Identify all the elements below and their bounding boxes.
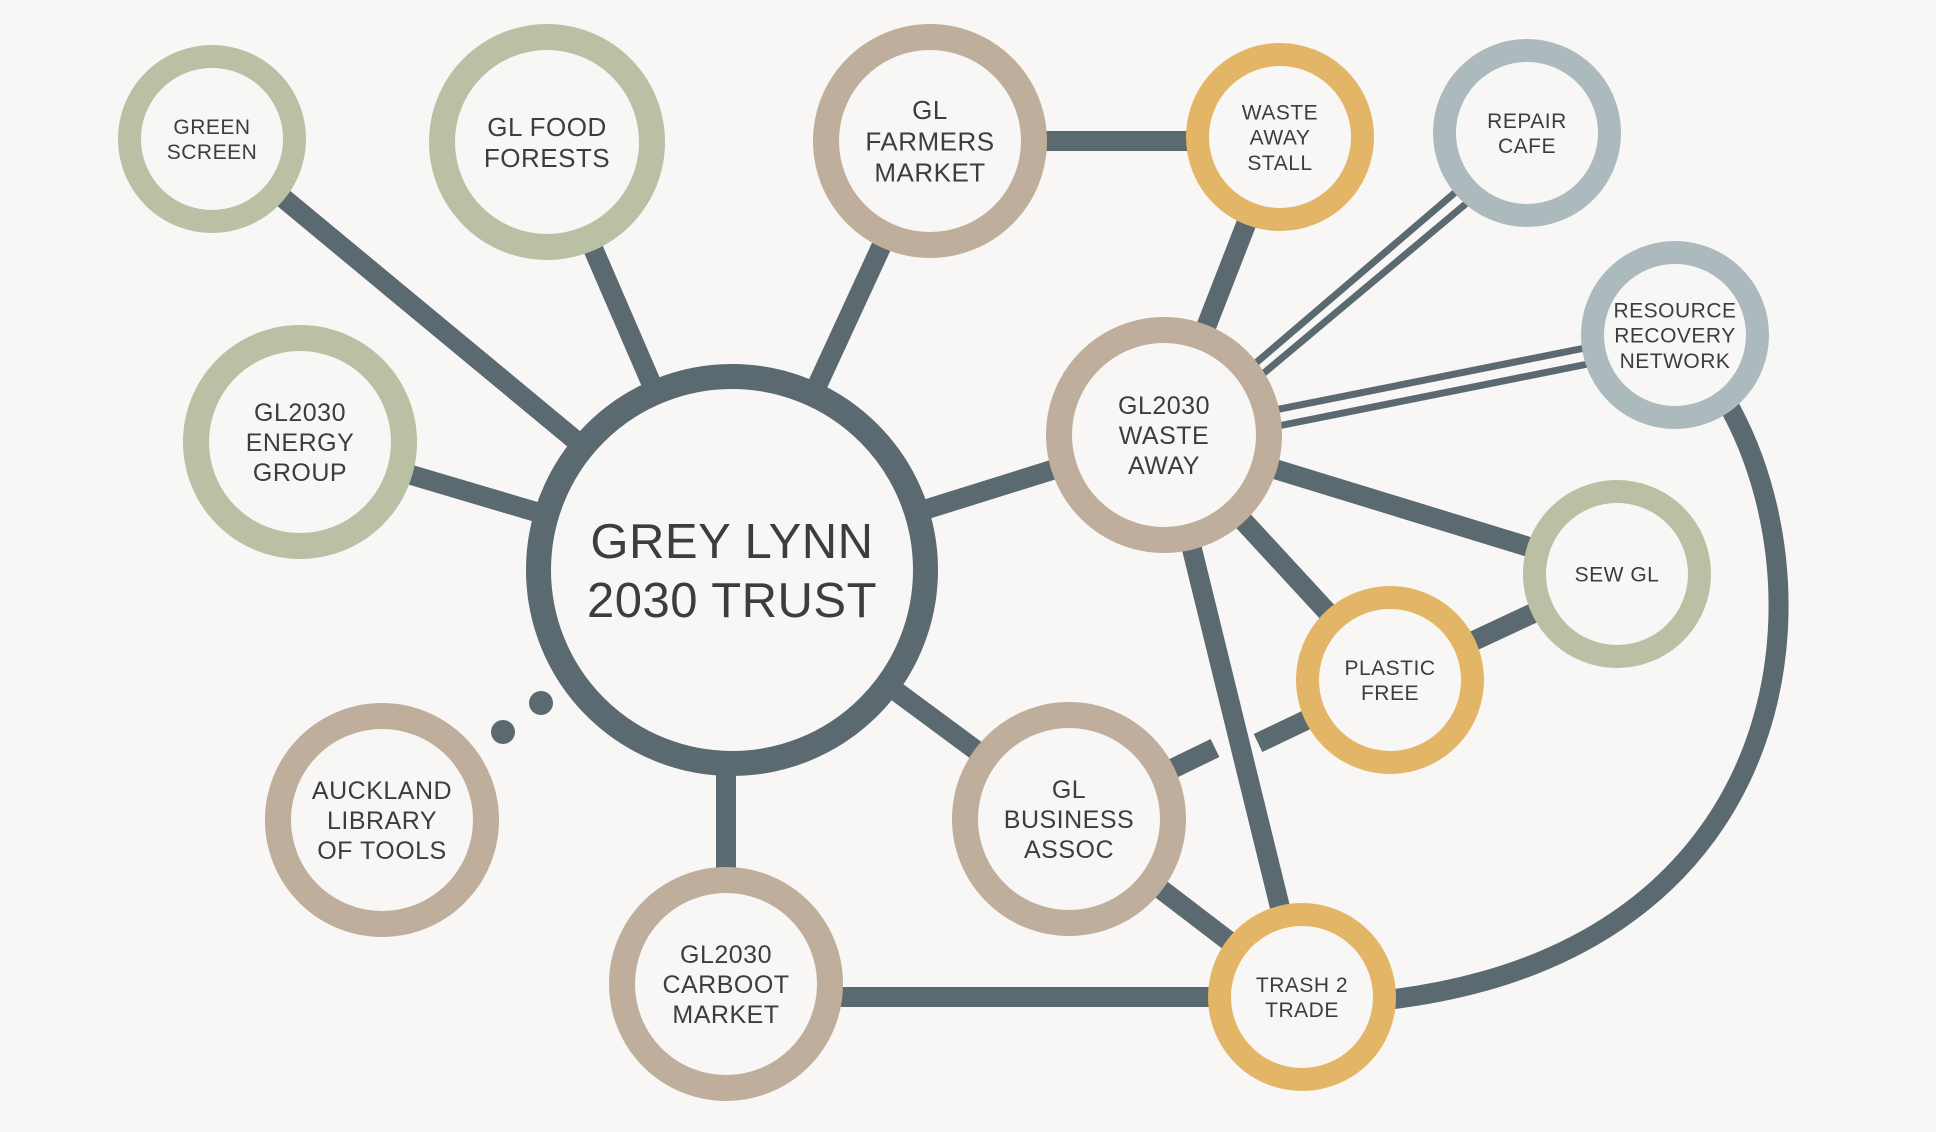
node-label-line: CAFE <box>1498 135 1556 158</box>
node-label-line: WASTE <box>1242 101 1318 124</box>
node-ring <box>429 24 665 260</box>
node-ring <box>1433 39 1621 227</box>
ellipsis-dot <box>529 691 553 715</box>
node-label-line: GL2030 <box>254 399 346 427</box>
node-label-line: SEW GL <box>1575 564 1660 587</box>
node-sew-gl: SEW GL <box>1523 480 1711 668</box>
node-label-line: PLASTIC <box>1344 657 1435 680</box>
node-label-line: SCREEN <box>167 141 258 164</box>
node-label-line: WASTE <box>1119 422 1209 450</box>
node-label-line: STALL <box>1247 152 1312 175</box>
node-label-line: AWAY <box>1128 452 1200 480</box>
ellipsis-dot <box>491 720 515 744</box>
node-ring <box>1186 43 1374 231</box>
node-label-line: GREY LYNN <box>590 515 873 569</box>
node-ring <box>609 867 843 1101</box>
node-label-line: GL2030 <box>1118 392 1210 420</box>
node-ring <box>1208 903 1396 1091</box>
node-ring <box>1581 241 1769 429</box>
node-label-line: GL <box>912 95 948 125</box>
node-label-line: GROUP <box>253 459 347 487</box>
node-label-line: FARMERS <box>865 126 994 156</box>
node-ring <box>1046 317 1282 553</box>
node-label-line: GL FOOD <box>487 112 607 142</box>
node-label-line: TRASH 2 <box>1256 974 1348 997</box>
node-label-line: GREEN <box>173 116 250 139</box>
node-ring <box>265 703 499 937</box>
node-ring <box>1523 480 1711 668</box>
node-label-line: LIBRARY <box>327 807 437 835</box>
node-label-line: REPAIR <box>1487 110 1567 133</box>
node-label-line: TRADE <box>1265 999 1339 1022</box>
node-label-line: NETWORK <box>1620 350 1731 373</box>
conn-waste-away-repair-cafe <box>1247 187 1471 381</box>
node-label-line: MARKET <box>672 1001 779 1029</box>
node-label-line: 2030 TRUST <box>587 574 877 628</box>
node-ring <box>952 702 1186 936</box>
node-label-line: OF TOOLS <box>317 837 447 865</box>
node-label-line: GL2030 <box>680 941 772 969</box>
node-label-line: AUCKLAND <box>312 777 452 805</box>
node-label-line: FORESTS <box>484 143 610 173</box>
node-ring <box>1296 586 1484 774</box>
node-label-line: CARBOOT <box>662 971 789 999</box>
node-ring <box>118 45 306 233</box>
node-label-line: RESOURCE <box>1613 299 1736 322</box>
node-label-line: AWAY <box>1250 127 1311 150</box>
node-label-line: RECOVERY <box>1614 325 1735 348</box>
node-label-line: FREE <box>1361 682 1419 705</box>
node-label-line: BUSINESS <box>1004 806 1134 834</box>
conn-resource-trash-curve <box>1301 327 1789 1015</box>
node-label-line: GL <box>1052 776 1086 804</box>
node-ring <box>183 325 417 559</box>
node-label-line: MARKET <box>874 158 985 188</box>
node-label-line: ENERGY <box>246 429 355 457</box>
node-ring <box>526 364 938 776</box>
node-ring <box>813 24 1047 258</box>
conn-waste-away-resource <box>1269 344 1589 431</box>
node-label-line: ASSOC <box>1024 836 1114 864</box>
